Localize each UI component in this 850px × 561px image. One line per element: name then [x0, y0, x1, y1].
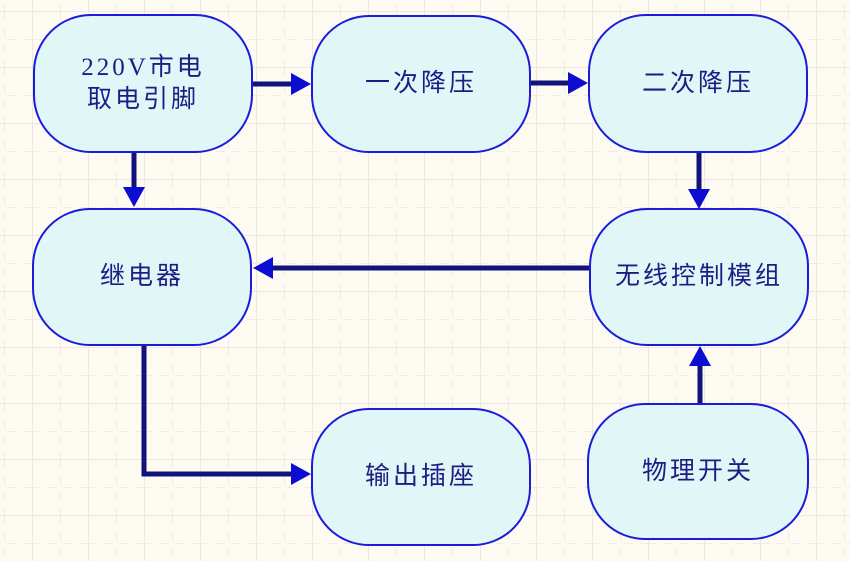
arrowhead-up-icon: [689, 346, 711, 366]
node-mains-power-line1: 220V市电: [81, 53, 205, 81]
arrow-switch-to-wireless: [689, 346, 711, 403]
node-physical-switch: 物理开关: [587, 403, 809, 540]
arrow-mains-to-relay: [123, 153, 145, 207]
arrow-stepdown1-to-stepdown2: [531, 72, 588, 94]
node-output-socket-label: 输出插座: [364, 463, 477, 490]
arrow-relay-to-socket: [141, 346, 311, 485]
node-second-stepdown: 二次降压: [588, 14, 808, 153]
node-relay: 继电器: [32, 208, 252, 346]
arrowhead-left-icon: [253, 257, 273, 279]
node-physical-switch-label: 物理开关: [641, 457, 754, 485]
node-output-socket: 输出插座: [311, 408, 531, 546]
node-first-stepdown: 一次降压: [311, 15, 531, 153]
node-first-stepdown-label: 一次降压: [364, 70, 477, 97]
arrow-wireless-to-relay: [253, 257, 589, 279]
arrowhead-right-icon: [291, 463, 311, 485]
arrowhead-down-icon: [688, 189, 710, 209]
arrowhead-right-icon: [568, 72, 588, 94]
node-wireless-control-module-label: 无线控制模组: [614, 263, 783, 290]
arrow-stepdown2-to-wireless: [688, 153, 710, 209]
node-wireless-control-module: 无线控制模组: [589, 208, 809, 346]
node-mains-power-line2: 取电引脚: [86, 85, 199, 113]
node-mains-power: 220V市电 取电引脚: [33, 14, 253, 153]
node-mains-power-label: 220V市电 取电引脚: [81, 52, 205, 116]
arrowhead-down-icon: [123, 187, 145, 207]
arrowhead-right-icon: [291, 73, 311, 95]
arrow-mains-to-stepdown1: [253, 73, 311, 95]
node-relay-label: 继电器: [99, 263, 184, 290]
node-second-stepdown-label: 二次降压: [641, 69, 754, 97]
